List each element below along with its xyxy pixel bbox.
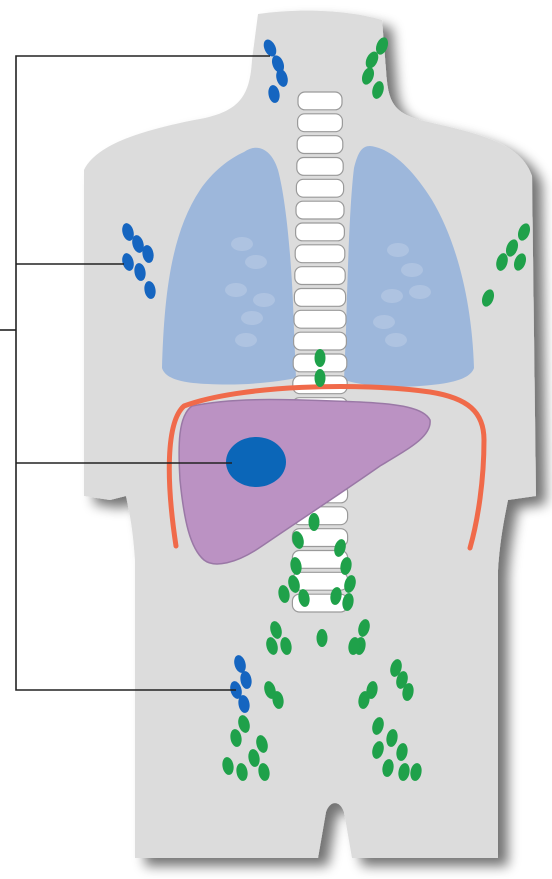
vertebra: [295, 245, 345, 263]
bronchi-mark: [225, 283, 247, 297]
bronchi-mark: [373, 315, 395, 329]
vertebra: [292, 572, 347, 590]
bronchi-mark: [385, 333, 407, 347]
bronchi-mark: [235, 333, 257, 347]
vertebra: [295, 267, 345, 285]
vertebra: [294, 332, 347, 350]
normal-lymph-node: [317, 629, 328, 647]
vertebra: [297, 158, 343, 176]
vertebra: [296, 223, 345, 241]
vertebra: [294, 289, 345, 307]
bronchi-mark: [253, 293, 275, 307]
bronchi-mark: [401, 263, 423, 277]
bronchi-mark: [387, 243, 409, 257]
normal-lymph-node: [315, 349, 326, 367]
vertebra: [298, 92, 342, 110]
vertebra: [294, 310, 346, 328]
normal-lymph-node: [309, 513, 320, 531]
bronchi-mark: [231, 237, 253, 251]
bronchi-mark: [381, 289, 403, 303]
vertebra: [296, 201, 344, 219]
vertebra: [297, 136, 343, 154]
vertebra: [298, 114, 343, 132]
bronchi-mark: [241, 311, 263, 325]
bronchi-mark: [245, 255, 267, 269]
vertebra: [296, 179, 343, 197]
liver-tumor-mass: [226, 437, 286, 487]
bronchi-mark: [409, 285, 431, 299]
normal-lymph-node: [315, 369, 326, 387]
